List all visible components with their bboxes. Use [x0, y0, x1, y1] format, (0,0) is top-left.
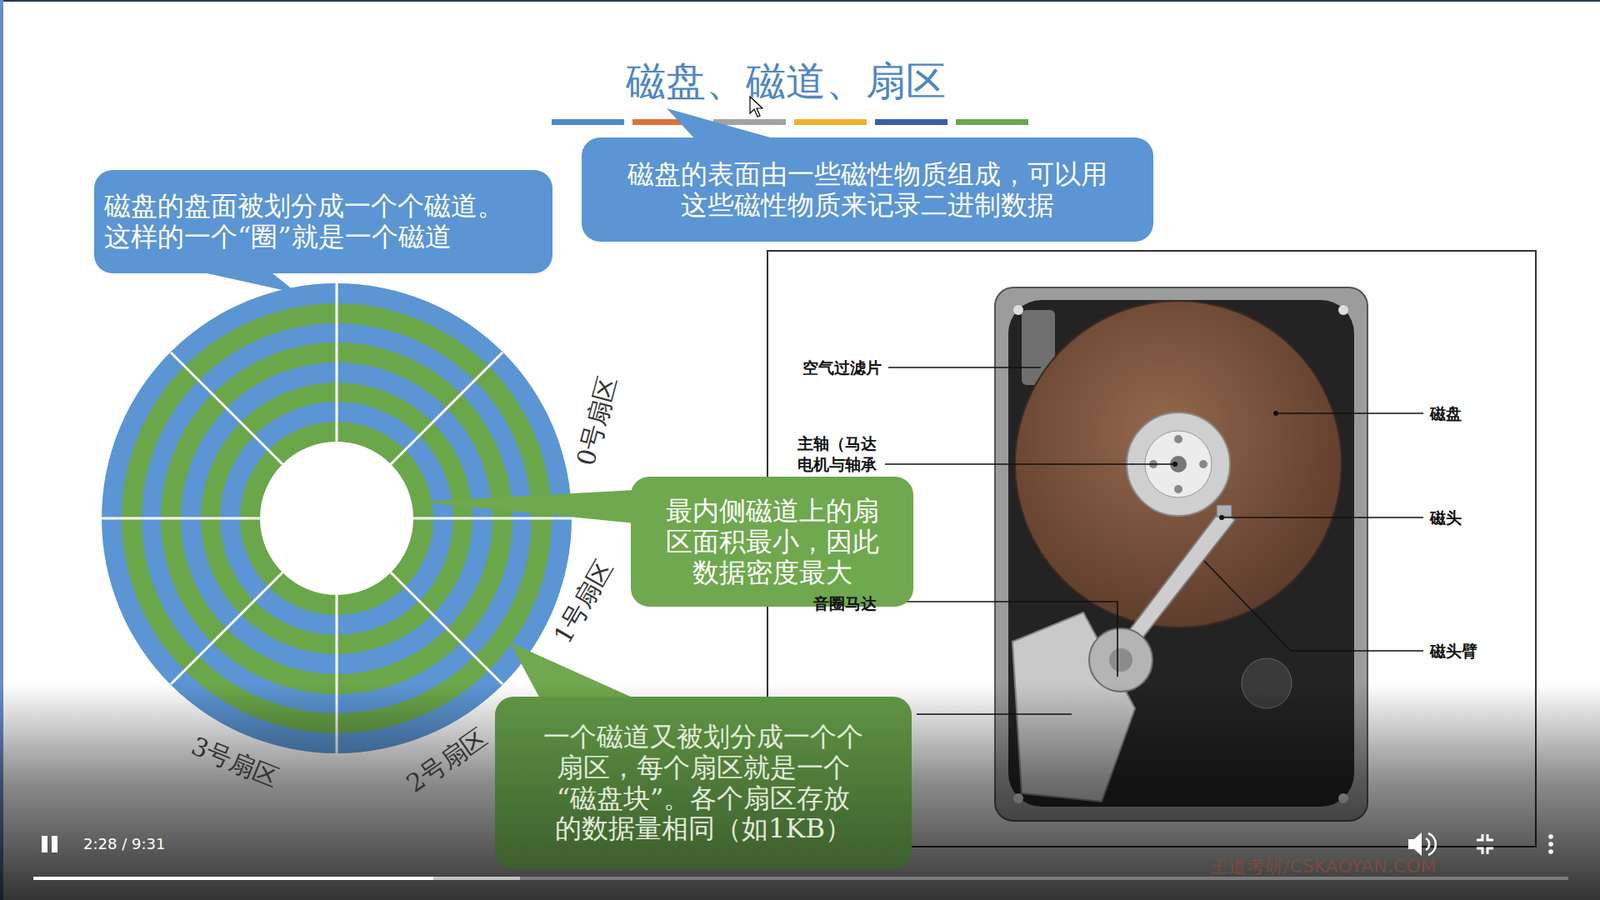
part-label: 磁盘: [1430, 405, 1462, 423]
read-head: [1216, 505, 1232, 517]
sector-dividers: [101, 283, 572, 754]
watermark: 王道考研/CSKAOYAN.COM: [1210, 856, 1436, 877]
callout-pointer: [191, 270, 298, 294]
title-bar: [551, 119, 625, 125]
sector-divider: [390, 352, 503, 465]
case-screw: [1338, 305, 1349, 315]
leader-dot: [1273, 410, 1279, 416]
track-ring: [101, 283, 572, 754]
actuator-pivot: [1109, 648, 1133, 672]
callout-pointer: [666, 108, 780, 140]
slide-title: 磁盘、磁道、扇区: [625, 55, 946, 109]
part-label: 电机与轴承: [797, 455, 877, 474]
part-label: 磁头臂: [1430, 642, 1478, 660]
title-bar: [794, 119, 867, 125]
disk-hole: [260, 441, 414, 595]
callout-text: 最内侧磁道上的扇 区面积最小，因此 数据密度最大: [647, 495, 897, 588]
video-time: 2:28 / 9:31: [83, 835, 165, 853]
progress-played: [33, 876, 434, 880]
leader-line: [885, 601, 1118, 677]
part-label: 主轴（马达: [797, 435, 877, 453]
exit-fullscreen-icon: [1476, 848, 1483, 855]
callout-text: 磁盘的表面由一些磁性物质组成，可以用 这些磁性物质来记录二进制数据: [598, 159, 1137, 221]
part-label: 空气过滤片: [802, 359, 882, 377]
top-edge: [0, 0, 1600, 2]
leader-line: [888, 366, 1041, 369]
part-label: 磁头: [1430, 509, 1462, 527]
leader-line: [1221, 516, 1424, 519]
title-bar: [955, 119, 1029, 125]
menu-icon: [1548, 834, 1554, 840]
exit-fullscreen-icon: [1476, 834, 1483, 840]
menu-icon: [1548, 841, 1554, 847]
leader-dot: [1172, 461, 1178, 467]
callout-text: 一个磁道又被划分成一个个 扇区，每个扇区就是一个 “磁盘块”。各个扇区存放 的数…: [511, 721, 895, 845]
progress-buffer: [33, 876, 520, 880]
progress-track: [33, 876, 1569, 880]
leader-dot: [1219, 515, 1225, 520]
hub-screw: [1174, 485, 1183, 494]
sector-label: 0号扇区: [571, 373, 622, 469]
spindle-center: [1170, 455, 1187, 473]
sector-divider: [390, 572, 503, 685]
volume-icon: [1408, 832, 1422, 856]
sector-divider: [170, 572, 283, 685]
leader-line: [1275, 412, 1424, 415]
callout-pointer: [418, 490, 635, 524]
exit-fullscreen-icon: [1487, 848, 1494, 855]
actuator-pivot: [1089, 628, 1153, 692]
info-callout: 最内侧磁道上的扇 区面积最小，因此 数据密度最大: [630, 476, 914, 607]
exit-fullscreen-icon: [1476, 834, 1494, 855]
sector-divider: [101, 517, 260, 520]
title-bar: [875, 119, 948, 125]
leader-lines: [885, 367, 1424, 715]
menu-icon: [1548, 849, 1554, 855]
sector-divider: [170, 352, 283, 465]
callout-text: 磁盘的盘面被划分成一个个磁道。 这样的一个“圈”就是一个磁道: [104, 190, 543, 253]
info-callout: 一个磁道又被划分成一个个 扇区，每个扇区就是一个 “磁盘块”。各个扇区存放 的数…: [495, 696, 912, 870]
sector-divider: [413, 517, 572, 520]
title-bar: [713, 119, 786, 125]
volume-icon: [1428, 833, 1436, 855]
pause-icon: [51, 835, 58, 853]
volume-icon: [1425, 838, 1430, 850]
info-callout: 磁盘的表面由一些磁性物质组成，可以用 这些磁性物质来记录二进制数据: [581, 137, 1154, 242]
pause-icon: [41, 835, 48, 853]
sector-divider: [335, 283, 339, 442]
control-shade: [0, 683, 1600, 900]
leader-line: [885, 463, 1175, 465]
leader-line: [1204, 560, 1424, 651]
info-callout: 磁盘的盘面被划分成一个个磁道。 这样的一个“圈”就是一个磁道: [94, 170, 553, 274]
part-label: 音圈马达: [813, 595, 877, 613]
exit-fullscreen-icon: [1487, 834, 1494, 840]
hub-screw: [1199, 460, 1208, 469]
hub-screw: [1174, 435, 1183, 444]
case-screw: [1013, 305, 1024, 315]
